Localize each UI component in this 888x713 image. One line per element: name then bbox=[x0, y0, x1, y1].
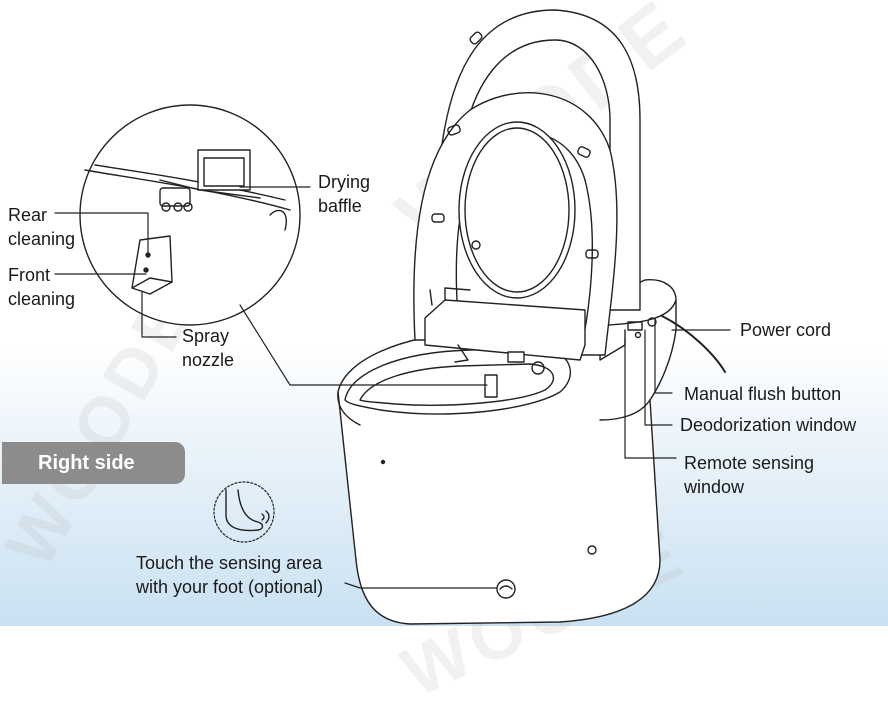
remote-sensing-label: Remote sensing window bbox=[684, 451, 814, 499]
drying-baffle-line2: baffle bbox=[318, 196, 362, 216]
rear-cleaning-line2: cleaning bbox=[8, 229, 76, 249]
touch-sensing-line1: Touch the sensing area bbox=[136, 553, 323, 573]
front-cleaning-label: Front cleaning bbox=[8, 263, 75, 311]
remote-sensing-line2: window bbox=[684, 477, 745, 497]
deodorization-label: Deodorization window bbox=[680, 415, 857, 435]
touch-sensing-line2: with your foot (optional) bbox=[136, 577, 324, 597]
rear-cleaning-line1: Rear bbox=[8, 205, 48, 225]
front-cleaning-line2: cleaning bbox=[8, 289, 76, 309]
right-side-badge: Right side bbox=[2, 442, 185, 484]
drying-baffle-label: Drying baffle bbox=[318, 170, 370, 218]
toilet-diagram bbox=[54, 9, 731, 625]
touch-sensing-label: Touch the sensing area with your foot (o… bbox=[136, 551, 323, 599]
foot-sensor-icon bbox=[213, 481, 275, 543]
remote-sensing-line1: Remote sensing bbox=[684, 453, 815, 473]
rear-cleaning-label: Rear cleaning bbox=[8, 203, 75, 251]
leader-lines bbox=[54, 186, 731, 589]
zoom-detail-circle bbox=[79, 104, 301, 326]
spray-nozzle-line1: Spray bbox=[182, 326, 230, 346]
toilet-lid bbox=[413, 9, 641, 398]
spray-nozzle-label: Spray nozzle bbox=[182, 324, 234, 372]
drying-baffle-line1: Drying bbox=[318, 172, 371, 192]
manual-flush-label: Manual flush button bbox=[684, 384, 842, 404]
spray-nozzle-line2: nozzle bbox=[182, 350, 235, 370]
power-cord-label: Power cord bbox=[740, 320, 832, 340]
front-cleaning-line1: Front bbox=[8, 265, 51, 285]
toilet-body bbox=[337, 279, 726, 625]
